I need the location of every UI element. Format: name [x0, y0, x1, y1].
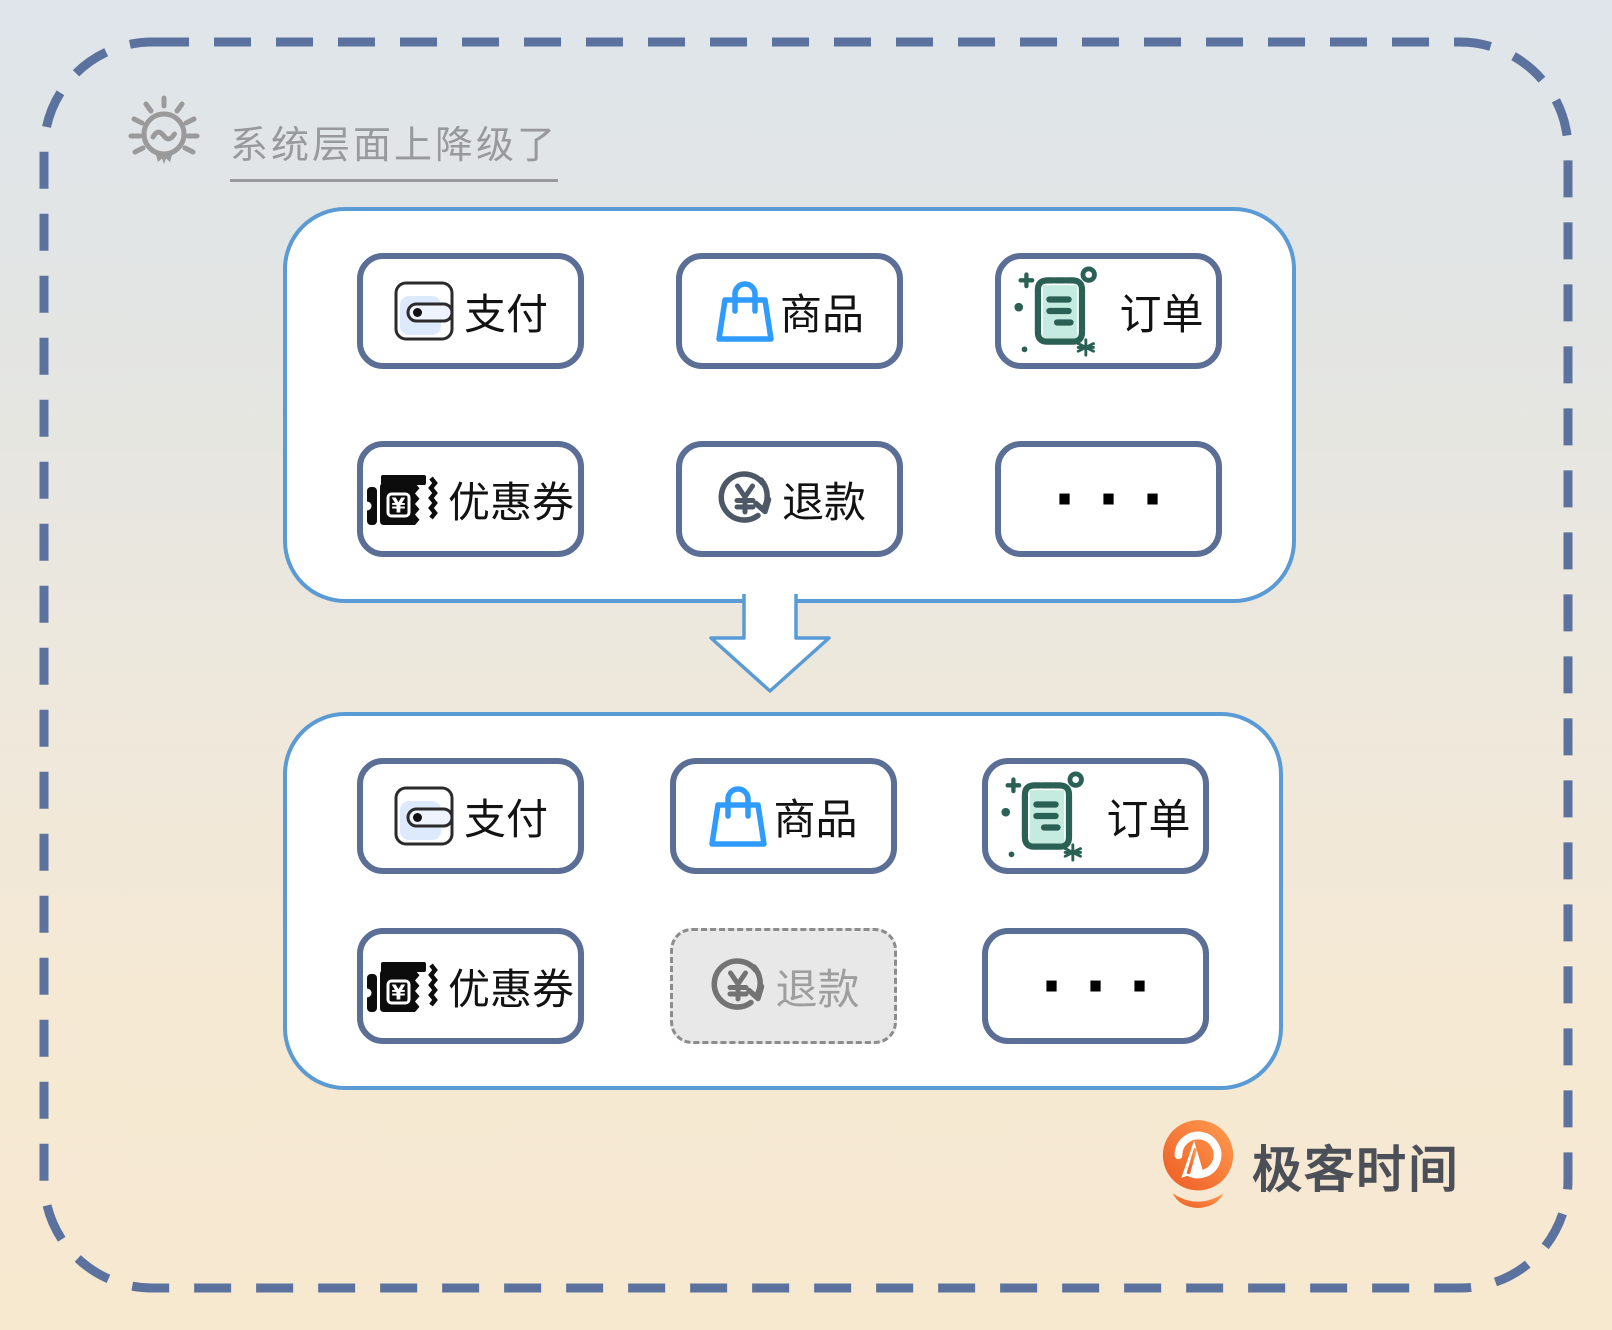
service-button-refund[interactable]: 退款 [676, 441, 903, 557]
service-button-orders[interactable]: 订单 [995, 253, 1222, 369]
geektime-logo-icon [1162, 1120, 1234, 1208]
service-button-label: 支付 [463, 289, 548, 339]
service-button-refund-disabled[interactable]: 退款 [669, 928, 897, 1044]
service-button-orders[interactable]: 订单 [982, 758, 1209, 874]
header: 系统层面上降级了 [118, 92, 559, 184]
service-button-coupon[interactable]: ¥ 优惠券 [357, 441, 584, 557]
service-button-label: 退款 [781, 477, 866, 527]
order-clipboard-icon [1014, 266, 1098, 357]
service-button-label: 退款 [775, 964, 860, 1014]
refund-icon [718, 471, 772, 523]
brand-logo: 极客时间 [1158, 1118, 1460, 1214]
service-button-more[interactable]: ··· [995, 441, 1222, 557]
down-arrow [709, 594, 831, 693]
service-panel-before: 支付 商品 [283, 207, 1296, 603]
service-button-label: 订单 [1106, 794, 1191, 844]
shopping-bag-icon [716, 281, 774, 342]
service-button-label: 订单 [1119, 289, 1204, 339]
ellipsis-icon: ··· [1040, 952, 1173, 1020]
service-button-payment[interactable]: 支付 [357, 253, 584, 369]
wallet-icon [394, 281, 454, 341]
brand-name: 极客时间 [1252, 1141, 1460, 1199]
service-button-goods[interactable]: 商品 [676, 253, 903, 369]
order-clipboard-icon [1001, 771, 1085, 862]
service-button-goods[interactable]: 商品 [669, 758, 897, 874]
wallet-icon [394, 786, 454, 846]
service-button-label: 支付 [463, 794, 548, 844]
shopping-bag-icon [709, 786, 768, 847]
ellipsis-icon: ··· [1053, 465, 1186, 533]
service-panel-after: 支付 商品 [283, 712, 1283, 1090]
page-title: 系统层面上降级了 [230, 114, 559, 182]
coupon-icon: ¥ [366, 475, 438, 525]
svg-text:¥: ¥ [392, 981, 406, 1005]
service-button-label: 商品 [773, 794, 858, 844]
service-button-label: 优惠券 [447, 964, 574, 1014]
lightbulb-icon [128, 95, 200, 164]
refund-icon [712, 958, 765, 1010]
service-button-coupon[interactable]: ¥ 优惠券 [357, 928, 584, 1044]
service-button-more[interactable]: ··· [982, 928, 1209, 1044]
service-button-payment[interactable]: 支付 [357, 758, 584, 874]
coupon-icon: ¥ [366, 962, 438, 1012]
svg-text:¥: ¥ [392, 494, 406, 518]
service-button-label: 优惠券 [447, 477, 574, 527]
service-button-label: 商品 [779, 289, 864, 339]
